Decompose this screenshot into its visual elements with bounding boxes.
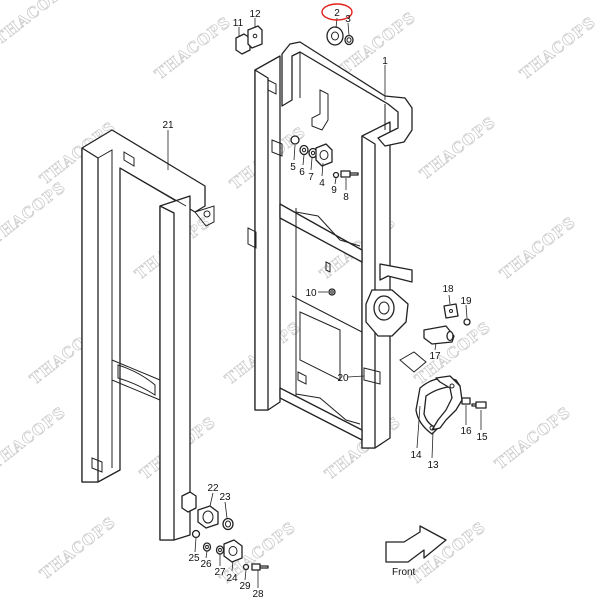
part-11-plate xyxy=(235,33,251,55)
part-6 xyxy=(299,144,309,156)
part-labels: 1 2 3 4 5 6 7 8 9 10 11 12 13 14 15 16 1… xyxy=(162,8,488,600)
part-label: 20 xyxy=(337,373,349,384)
part-18-plate xyxy=(443,303,459,319)
part-28-bolt xyxy=(251,563,269,571)
watermark: THACOPS xyxy=(0,0,74,48)
part-label: 17 xyxy=(429,351,441,362)
part-label: 11 xyxy=(233,18,244,29)
front-arrow: Front xyxy=(385,525,447,578)
part-9 xyxy=(332,171,340,179)
part-label: 6 xyxy=(299,167,305,178)
part-2-pulley xyxy=(326,26,344,46)
watermark: THACOPS xyxy=(0,403,69,473)
part-label: 4 xyxy=(319,178,325,189)
part-label: 2 xyxy=(334,8,340,19)
part-label: 3 xyxy=(345,14,351,25)
watermark: THACOPS xyxy=(416,113,499,183)
part-label: 23 xyxy=(219,492,231,503)
part-25 xyxy=(191,529,201,539)
part-label: 29 xyxy=(239,581,251,592)
front-label: Front xyxy=(392,567,416,578)
watermark: THACOPS xyxy=(496,213,579,283)
part-27 xyxy=(215,545,225,555)
part-4-roller xyxy=(315,143,333,167)
part-label: 16 xyxy=(460,426,472,437)
part-22-roller xyxy=(197,505,219,529)
part-label: 15 xyxy=(476,432,488,443)
part-label: 19 xyxy=(460,296,472,307)
part-label: 22 xyxy=(207,483,219,494)
part-13-bracket xyxy=(431,375,463,431)
part-17-pin xyxy=(423,325,455,345)
part-29 xyxy=(242,563,250,571)
part-12-plate xyxy=(247,25,263,49)
part-label: 1 xyxy=(382,56,388,67)
part-label: 14 xyxy=(410,450,422,461)
part-label: 7 xyxy=(308,172,314,183)
outer-mast xyxy=(81,129,215,541)
part-label: 21 xyxy=(162,120,174,131)
part-label: 18 xyxy=(442,284,454,295)
watermark: THACOPS xyxy=(0,178,69,248)
part-26 xyxy=(202,542,212,552)
part-3-ring xyxy=(344,34,354,46)
watermark: THACOPS xyxy=(151,13,234,83)
part-label: 25 xyxy=(188,553,200,564)
part-label: 10 xyxy=(305,288,317,299)
part-label: 26 xyxy=(200,559,212,570)
part-19 xyxy=(463,318,471,326)
part-label: 28 xyxy=(252,589,264,600)
part-15-bolt xyxy=(471,401,487,409)
part-16-washer xyxy=(461,397,471,405)
front-arrow-icon xyxy=(385,525,447,563)
part-10 xyxy=(328,288,336,296)
part-23-ring xyxy=(222,517,234,531)
right-parts xyxy=(328,288,487,435)
bottom-parts xyxy=(181,491,269,571)
part-label: 5 xyxy=(290,162,296,173)
part-label: 24 xyxy=(226,573,238,584)
part-label: 8 xyxy=(343,192,349,203)
top-parts xyxy=(235,25,359,179)
part-label: 9 xyxy=(331,185,337,196)
watermark: THACOPS xyxy=(36,513,119,583)
leader-lines xyxy=(167,17,482,588)
highlight-ring xyxy=(321,3,353,21)
watermark: THACOPS xyxy=(516,13,599,83)
inner-mast xyxy=(247,41,427,449)
part-24-roller xyxy=(223,539,243,563)
part-label: 27 xyxy=(214,567,226,578)
watermark: THACOPS xyxy=(411,318,494,388)
part-label: 12 xyxy=(249,9,261,20)
part-8-bolt xyxy=(340,170,359,178)
watermark: THACOPS xyxy=(491,403,574,473)
part-5 xyxy=(290,135,300,145)
part-label: 13 xyxy=(427,460,439,471)
